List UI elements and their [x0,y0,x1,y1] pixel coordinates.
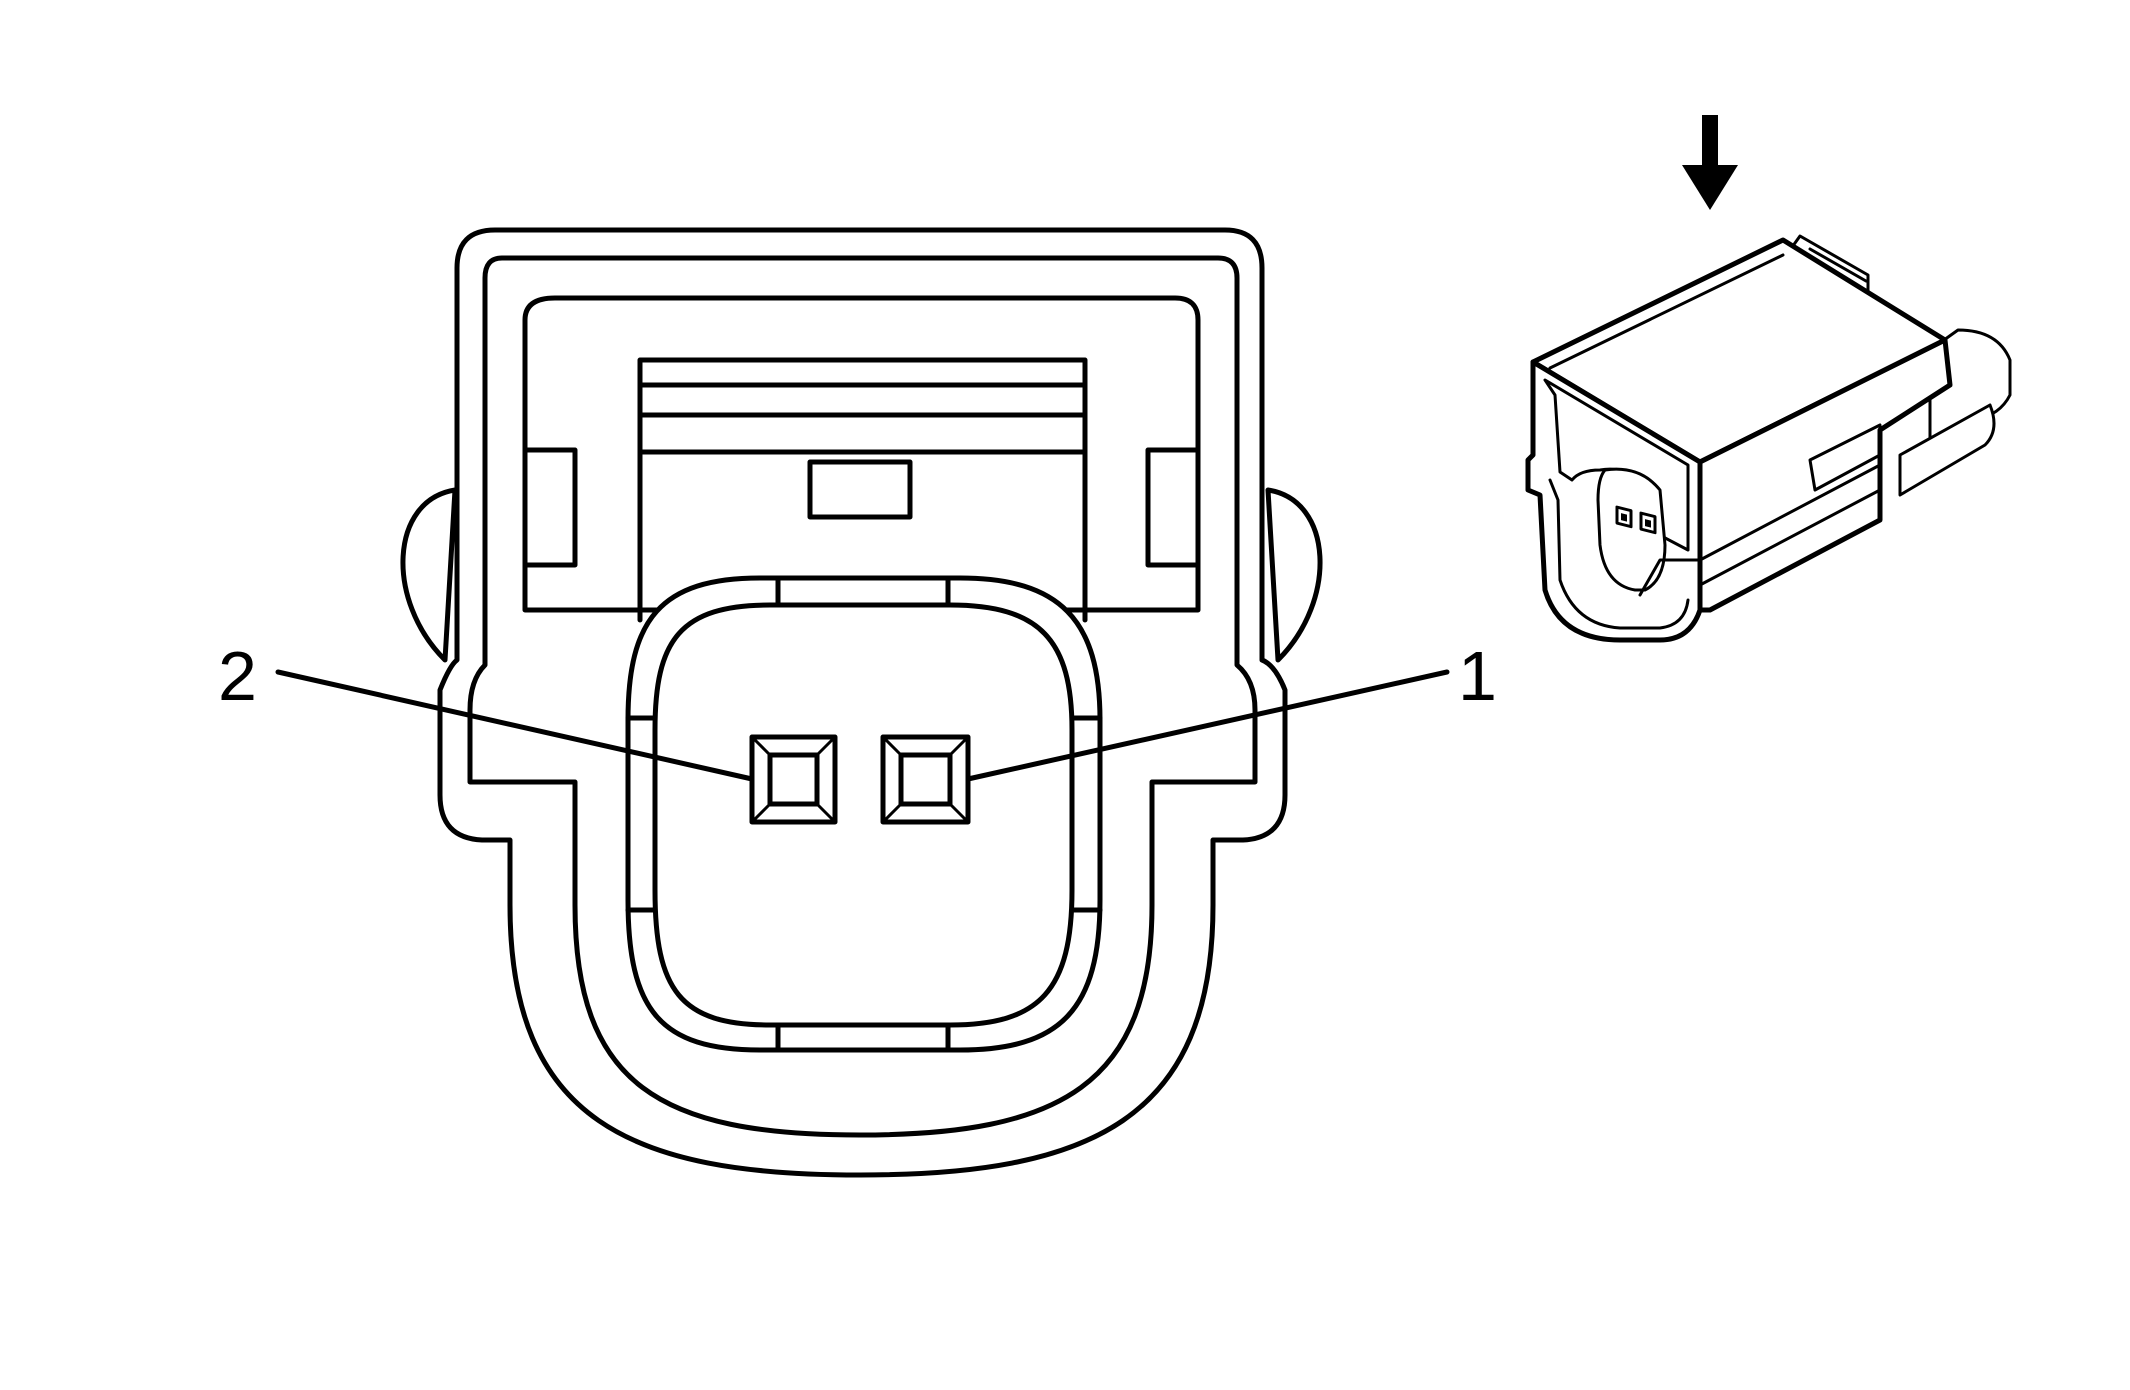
connector-3d-icon [1525,234,2012,643]
left-ear [400,487,458,663]
pin-label-2: 2 [218,637,257,715]
latch-lever [637,357,1088,623]
latch-left-tab [522,447,578,568]
inner-housing [467,255,1258,1138]
latch-catch [807,459,913,520]
leader-line-pin-2 [275,669,755,782]
cavity-outer [625,575,1103,1053]
leader-line-pin-1 [965,669,1450,782]
connector-face [400,227,1323,1178]
down-arrow-icon [1682,115,1738,210]
latch-right-tab [1145,447,1201,568]
pin-label-1: 1 [1458,637,1497,715]
right-ear [1265,487,1323,663]
connector-3d-cavity [1596,467,1667,592]
pin-callouts: 2 1 [218,637,1497,782]
